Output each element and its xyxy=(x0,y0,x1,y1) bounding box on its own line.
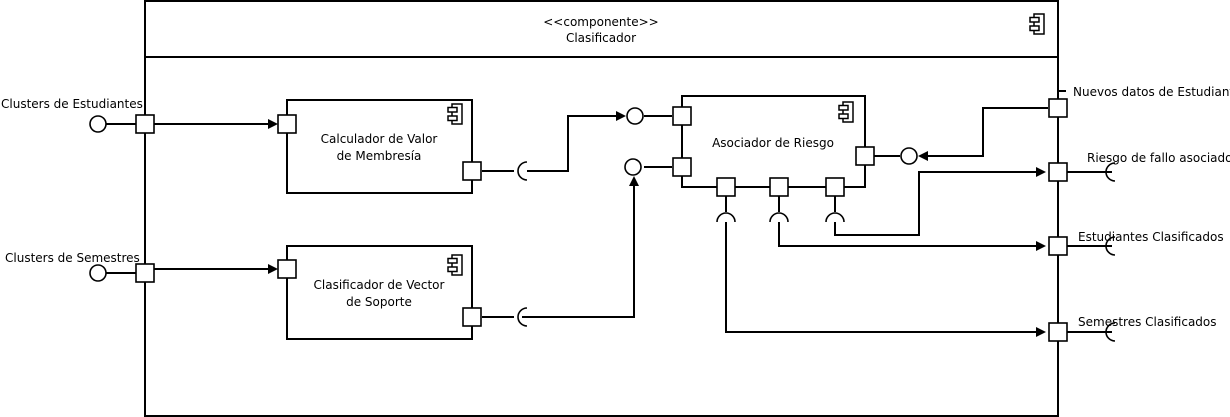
ball-clusters-estudiantes xyxy=(89,115,107,133)
port-asociador-in-lower xyxy=(672,157,692,177)
arrow-head xyxy=(629,176,639,186)
arrow-head xyxy=(268,264,278,274)
socket-calculador-out xyxy=(517,161,528,181)
label-semestres-clasificados: Semestres Clasificados xyxy=(1078,315,1217,329)
socket-asociador-out-3 xyxy=(825,212,845,223)
port-asociador-out-2 xyxy=(769,177,789,197)
label-clusters-estudiantes: Clusters de Estudiantes xyxy=(1,97,143,111)
port-asociador-in-top xyxy=(672,106,692,126)
port-semestres-clasificados xyxy=(1048,322,1068,342)
clasificador-component: <<componente>> Clasificador xyxy=(144,0,1059,417)
port-svm-in xyxy=(277,259,297,279)
boundary-ports xyxy=(135,98,1068,342)
port-clusters-semestres xyxy=(135,263,155,283)
asociador-frame xyxy=(681,95,866,188)
arrow-head xyxy=(268,119,278,129)
ball-clusters-semestres xyxy=(89,264,107,282)
socket-svm-out xyxy=(517,307,528,327)
connectors xyxy=(154,107,1112,337)
svm-name-line1: Clasificador de Vector xyxy=(314,278,445,292)
socket-asociador-out-1 xyxy=(716,212,736,223)
calculador-component: Calculador de Valor de Membresía xyxy=(277,99,528,194)
label-nuevos-datos: Nuevos datos de Estudiante xyxy=(1073,85,1230,99)
calculador-frame xyxy=(286,99,473,194)
asociador-name: Asociador de Riesgo xyxy=(712,136,834,150)
connector-nuevos-datos-asociador xyxy=(924,107,1048,157)
port-asociador-in-right xyxy=(855,146,875,166)
port-riesgo-fallo xyxy=(1048,162,1068,182)
component-stereotype: <<componente>> xyxy=(543,15,659,29)
connector-calculador-asociador xyxy=(527,115,620,172)
arrow-head xyxy=(1036,167,1046,177)
label-riesgo-fallo: Riesgo de fallo asociado xyxy=(1087,151,1230,165)
arrow-head xyxy=(616,111,626,121)
arrow-head xyxy=(918,151,928,161)
ball-asociador-lower xyxy=(624,158,642,176)
svm-component: Clasificador de Vector de Soporte xyxy=(277,245,528,340)
ball-asociador-right xyxy=(900,147,918,165)
port-asociador-out-3 xyxy=(825,177,845,197)
svm-name-line2: de Soporte xyxy=(346,295,412,309)
port-nuevos-datos xyxy=(1048,98,1068,118)
label-clusters-semestres: Clusters de Semestres xyxy=(5,251,140,265)
calculador-name-line1: Calculador de Valor xyxy=(321,132,438,146)
socket-asociador-out-2 xyxy=(769,212,789,223)
left-interfaces: Clusters de Estudiantes Clusters de Seme… xyxy=(1,97,143,282)
label-estudiantes-clasificados: Estudiantes Clasificados xyxy=(1078,230,1224,244)
socket-estudiantes-clasificados xyxy=(1105,236,1116,256)
clasificador-frame xyxy=(144,0,1059,417)
port-svm-out xyxy=(462,307,482,327)
port-estudiantes-clasificados xyxy=(1048,236,1068,256)
component-name: Clasificador xyxy=(566,31,636,45)
asociador-component: Asociador de Riesgo xyxy=(624,95,918,223)
connector-svm-asociador xyxy=(522,182,635,318)
ball-asociador-top xyxy=(626,107,644,125)
connector-asociador-semestres xyxy=(725,222,1040,333)
arrow-head xyxy=(1036,241,1046,251)
arrow-head xyxy=(1036,327,1046,337)
port-asociador-out-1 xyxy=(716,177,736,197)
port-calculador-in xyxy=(277,114,297,134)
socket-riesgo-fallo xyxy=(1105,162,1116,182)
right-interfaces: Nuevos datos de Estudiante Riesgo de fal… xyxy=(1058,85,1230,342)
port-clusters-estudiantes xyxy=(135,114,155,134)
connector-asociador-estudiantes xyxy=(778,222,1040,247)
connector-asociador-riesgo xyxy=(834,171,1040,236)
socket-semestres-clasificados xyxy=(1105,322,1116,342)
svm-frame xyxy=(286,245,473,340)
calculador-name-line2: de Membresía xyxy=(337,149,422,163)
port-calculador-out xyxy=(462,161,482,181)
